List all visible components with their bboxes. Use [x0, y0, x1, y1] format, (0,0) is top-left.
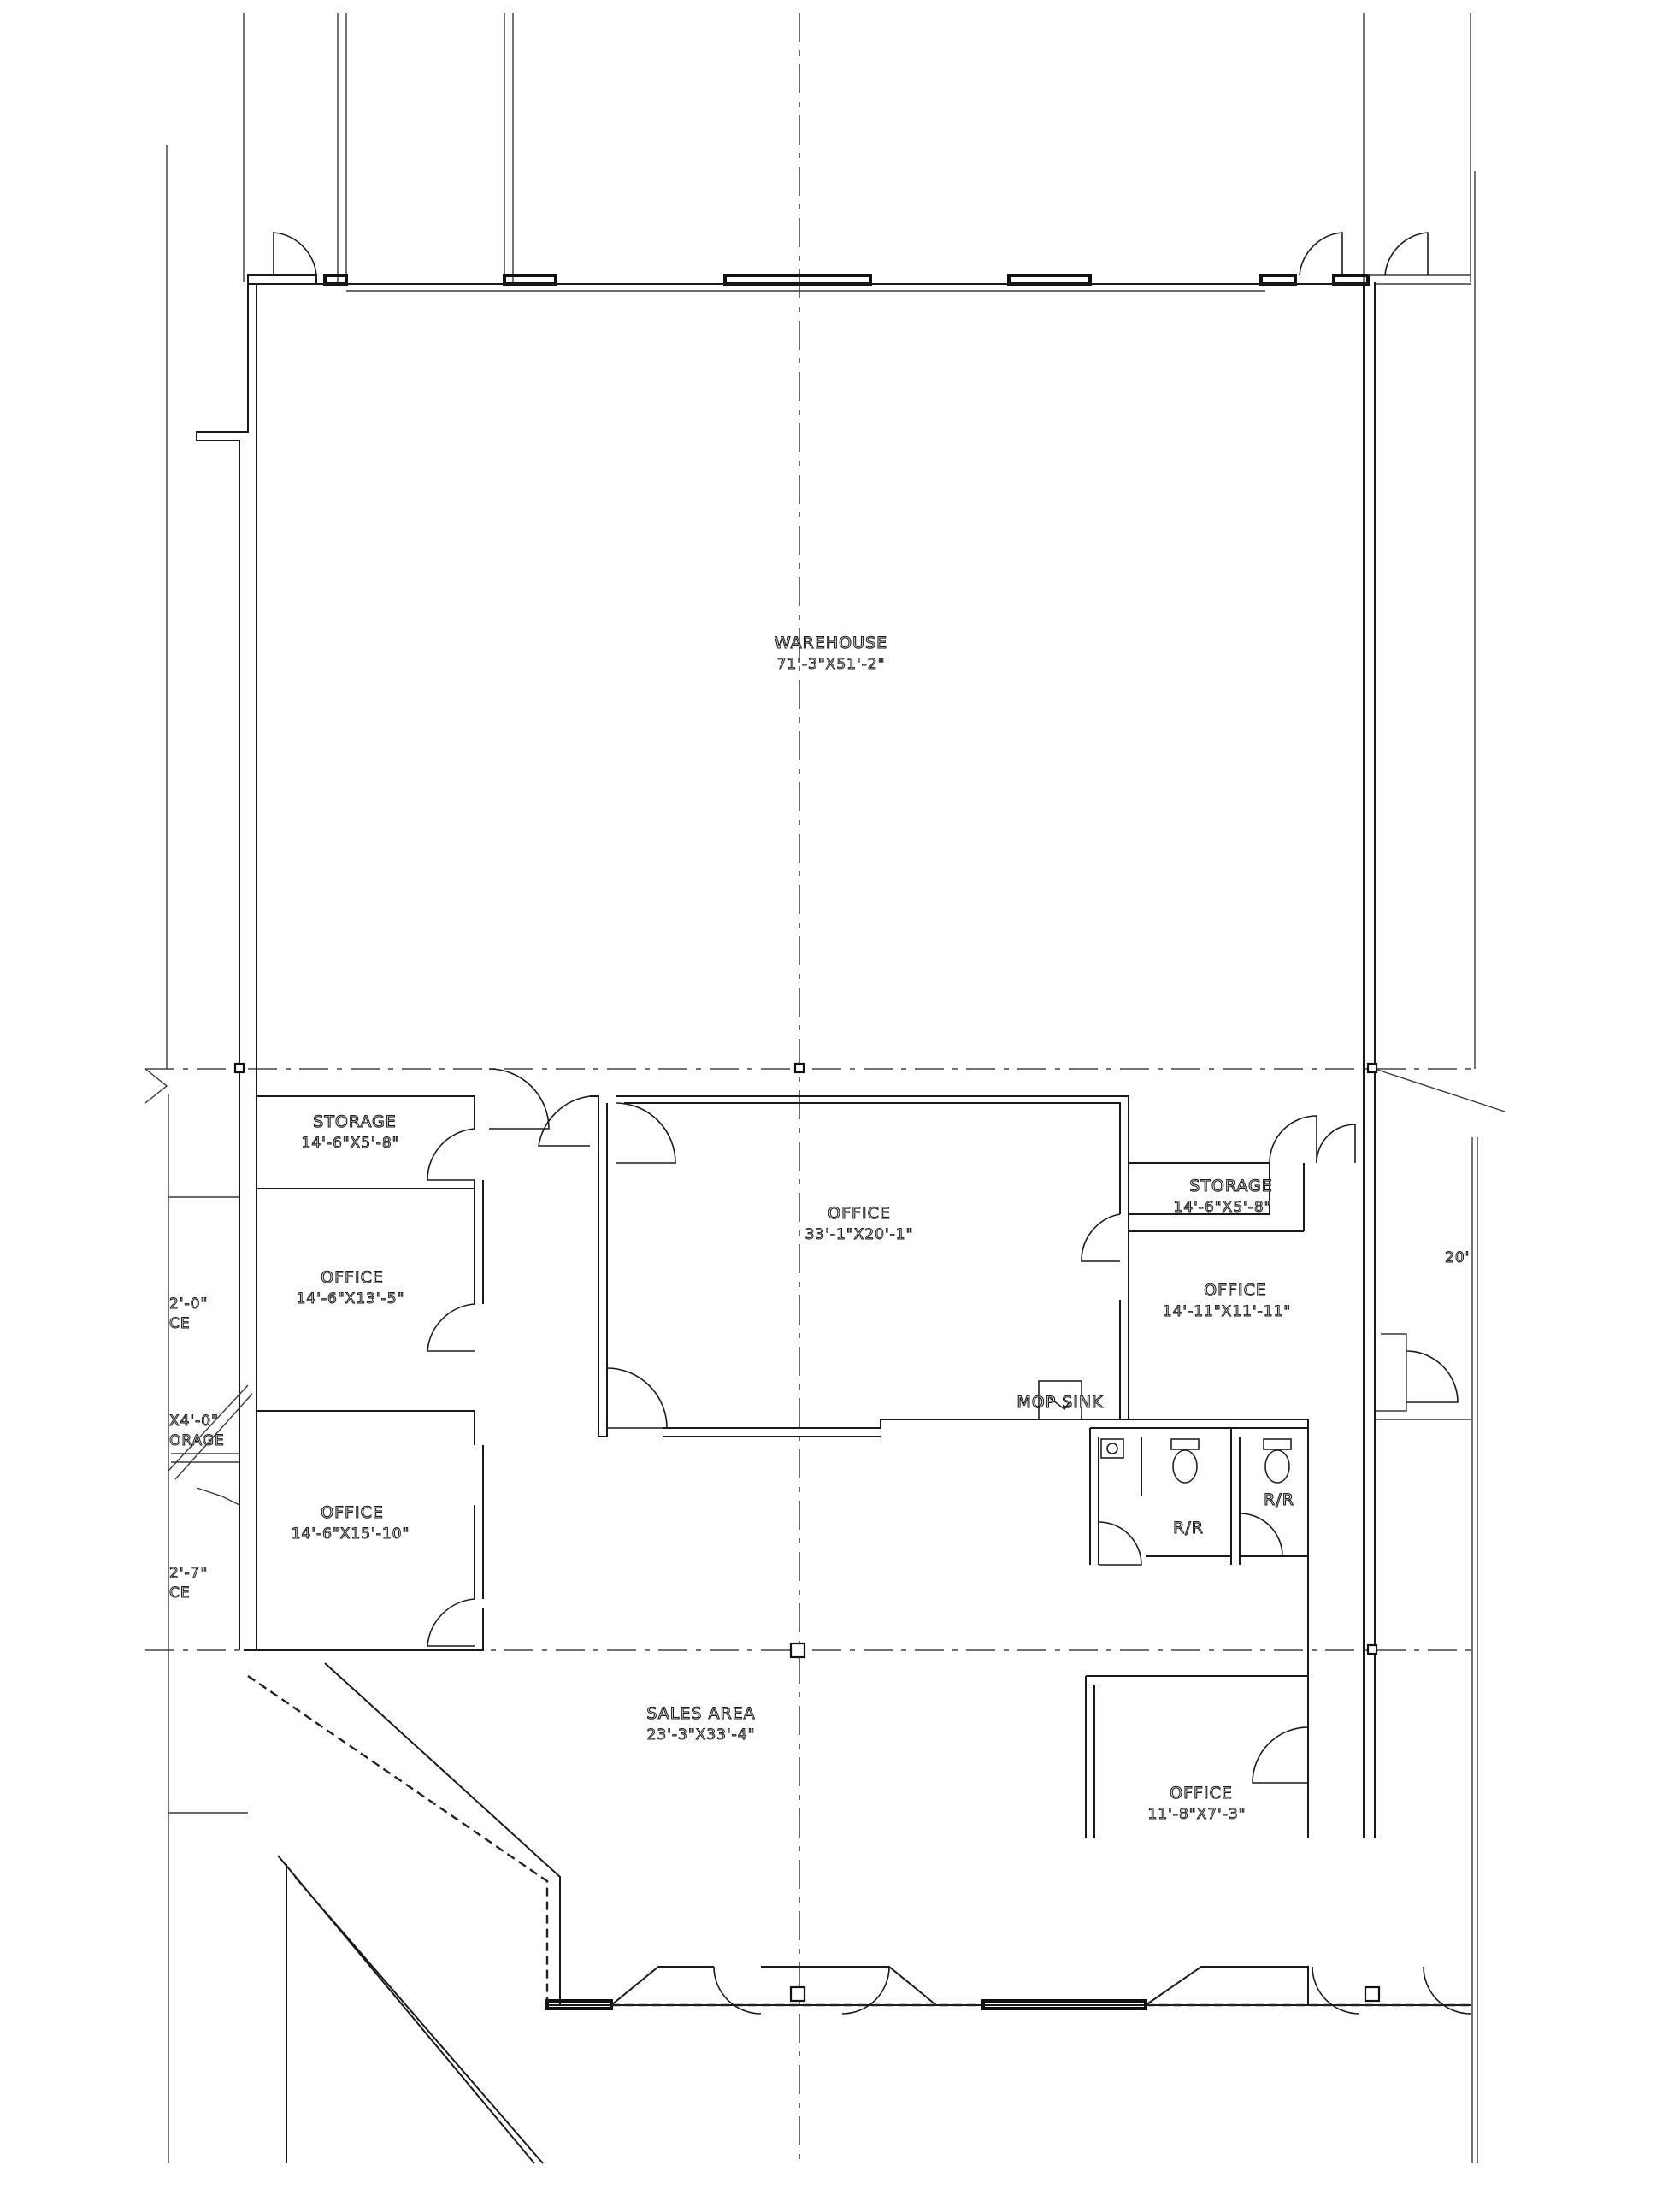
storage-left-name: STORAGE: [313, 1112, 396, 1131]
toilet-icon: [1264, 1449, 1290, 1484]
restroom-label: R/R: [1264, 1490, 1294, 1509]
office-right-dims: 14'-11"X11'-11": [1163, 1303, 1291, 1320]
sales-area-name: SALES AREA: [646, 1704, 755, 1723]
office-center-name: OFFICE: [828, 1204, 891, 1223]
column: [1366, 1062, 1378, 1074]
column: [793, 1062, 805, 1074]
right-neighbour: [1374, 1068, 1506, 1420]
office-left-lower-name: OFFICE: [321, 1503, 384, 1522]
columns: [233, 1062, 1381, 2003]
toilet-icon: [1172, 1449, 1198, 1484]
storage-left-dims: 14'-6"X5'-8": [302, 1135, 400, 1152]
adjacent-walls-top: [166, 13, 1478, 2163]
storage-right-dims: 14'-6"X5'-8": [1174, 1199, 1272, 1216]
room-labels: WAREHOUSE 71'-3"X51'-2" STORAGE 14'-6"X5…: [291, 633, 1294, 1823]
office-bottom-right-name: OFFICE: [1170, 1784, 1233, 1803]
fragment-text: CE: [169, 1584, 191, 1602]
mop-sink-label: MOP SINK: [1017, 1393, 1103, 1412]
office-bottom-right-dims: 11'-8"X7'-3": [1148, 1806, 1247, 1823]
fragment-text: CE: [169, 1315, 191, 1332]
fragment-text: 2'-0": [169, 1295, 208, 1313]
neighbour-text: 2'-0" CE X4'-0" ORAGE 2'-7" CE 20': [169, 1249, 1470, 1602]
warehouse-shell: [196, 232, 1471, 1838]
fixtures: [1038, 1380, 1292, 1484]
warehouse-dims: 71'-3"X51'-2": [777, 656, 886, 673]
fragment-text: 20': [1445, 1249, 1470, 1266]
office-left-lower-dims: 14'-6"X15'-10": [292, 1525, 410, 1543]
column: [789, 1642, 806, 1659]
office-center-walls: [488, 1068, 1309, 1445]
left-rooms: [256, 1095, 484, 1651]
storefront: [244, 1649, 1471, 2164]
column: [1366, 1643, 1378, 1655]
office-left-upper-name: OFFICE: [321, 1268, 384, 1287]
right-rooms: [1085, 1115, 1356, 1838]
office-right-name: OFFICE: [1204, 1281, 1267, 1300]
sales-area-dims: 23'-3"X33'-4": [647, 1726, 756, 1744]
column: [789, 1985, 806, 2003]
office-center-dims: 33'-1"X20'-1": [805, 1226, 914, 1243]
warehouse-name: WAREHOUSE: [775, 634, 887, 652]
storage-right-name: STORAGE: [1189, 1177, 1272, 1195]
fragment-text: ORAGE: [169, 1432, 225, 1449]
office-left-upper-dims: 14'-6"X13'-5": [297, 1290, 405, 1307]
left-neighbour: [144, 1068, 253, 1814]
restroom-label: R/R: [1173, 1519, 1204, 1537]
toilet-tank-icon: [1263, 1438, 1292, 1450]
toilet-tank-icon: [1170, 1438, 1200, 1450]
column: [1364, 1985, 1381, 2003]
grid-lines: [145, 13, 1471, 2163]
fragment-text: 2'-7": [169, 1565, 208, 1582]
fragment-text: X4'-0": [169, 1413, 219, 1430]
column: [233, 1062, 245, 1074]
